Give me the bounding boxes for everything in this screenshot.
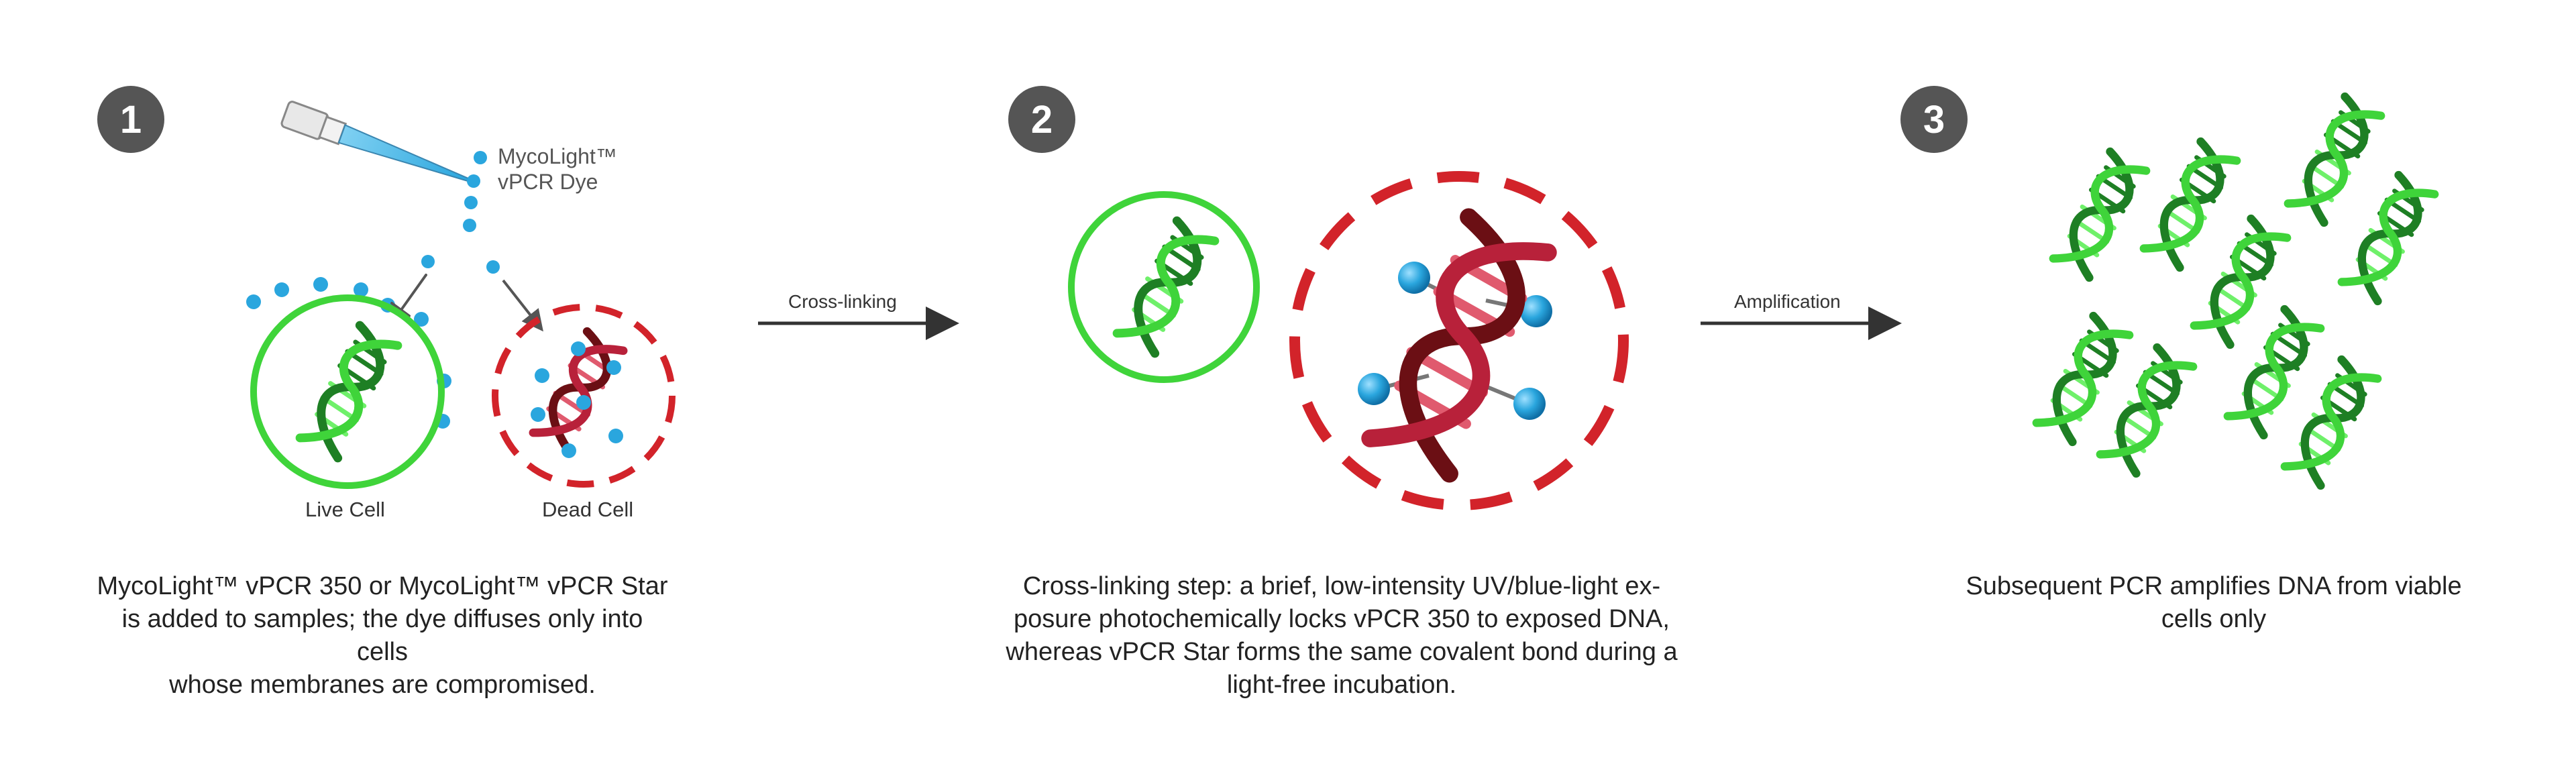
cross-linking-label: Cross-linking <box>788 291 897 312</box>
step-number-1: 1 <box>97 86 164 153</box>
dye-label-line: vPCR Dye <box>498 170 598 194</box>
dead-cell <box>1289 171 1629 510</box>
dye-label-line: MycoLight™ <box>498 144 617 168</box>
caption-line: whereas vPCR Star forms the same covalen… <box>1006 638 1678 666</box>
pipette-icon <box>280 101 470 182</box>
live-cell <box>250 294 445 489</box>
dna-helix-icon <box>1371 217 1548 474</box>
dye-drops <box>421 151 500 274</box>
step-1-caption: MycoLight™ vPCR 350 or MycoLight™ vPCR S… <box>94 570 671 702</box>
dye-label: MycoLight™ vPCR Dye <box>498 144 617 195</box>
caption-line: cells only <box>2161 605 2267 633</box>
step-number-3: 3 <box>1900 86 1968 153</box>
caption-line: light-free incubation. <box>1226 671 1457 699</box>
caption-line: Cross-linking step: a brief, low-intensi… <box>1022 572 1661 600</box>
caption-line: is added to samples; the dye diffuses on… <box>121 605 643 666</box>
caption-line: Subsequent PCR amplifies DNA from viable <box>1966 572 2462 600</box>
dead-cell <box>492 304 676 488</box>
caption-line: posure photochemically locks vPCR 350 to… <box>1014 605 1670 633</box>
amplified-dna <box>2037 97 2434 486</box>
live-cell-label: Live Cell <box>305 498 385 521</box>
blocked-entry-arrow <box>390 274 427 317</box>
dead-cell-label: Dead Cell <box>542 498 634 521</box>
dna-helix-icon <box>1117 221 1215 353</box>
caption-line: MycoLight™ vPCR 350 or MycoLight™ vPCR S… <box>97 572 668 600</box>
step-2-caption: Cross-linking step: a brief, low-intensi… <box>986 570 1697 702</box>
step-3-caption: Subsequent PCR amplifies DNA from viable… <box>1932 570 2496 636</box>
caption-line: whose membranes are compromised. <box>169 671 596 699</box>
dye-molecule-icon <box>1358 262 1552 420</box>
live-cell <box>1068 191 1260 383</box>
step-number-2: 2 <box>1008 86 1075 153</box>
dye-molecules-inside <box>531 341 623 458</box>
dna-helix-icon <box>300 325 398 458</box>
amplification-label: Amplification <box>1734 291 1841 312</box>
